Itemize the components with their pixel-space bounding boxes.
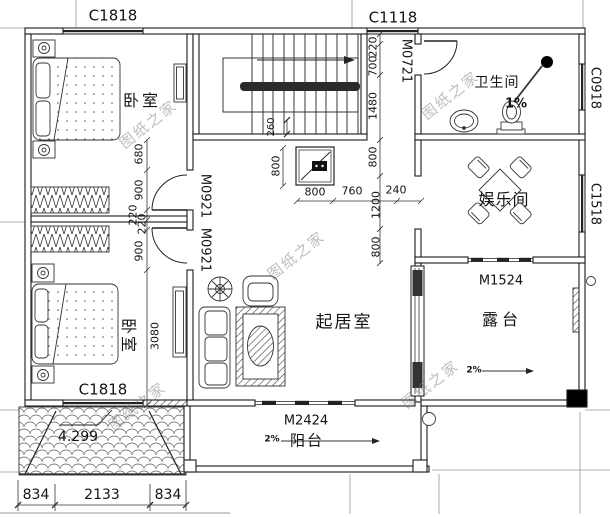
living-furniture — [198, 275, 286, 389]
room-label-bedroom-top: 卧室 — [122, 91, 162, 110]
dim-800-fridge-v: 800 — [269, 155, 283, 177]
door-m0921-bottom — [151, 227, 188, 264]
outdoor-details — [281, 276, 596, 444]
room-label-bathroom: 卫生间 — [474, 75, 520, 91]
stair-handrail — [240, 82, 360, 91]
window-c0918 — [578, 63, 586, 111]
sink — [449, 109, 479, 133]
window-label-c1118: C1118 — [368, 8, 418, 27]
roof-hatch — [18, 406, 187, 476]
window-c1118 — [366, 27, 419, 35]
dim-760: 760 — [341, 184, 363, 198]
window-label-c0918: C0918 — [587, 66, 603, 110]
dim-900-b: 900 — [132, 240, 146, 262]
toilet — [496, 100, 526, 135]
room-label-balcony: 阳台 — [289, 431, 325, 450]
dim-800-b: 800 — [369, 236, 383, 258]
door-label-m0921-bottom: M0921 — [197, 227, 213, 273]
dim-700: 700 — [366, 55, 380, 77]
floor-drain — [541, 56, 553, 68]
dim-260-stair: 260 — [266, 117, 277, 137]
dimension-lines — [0, 30, 425, 514]
dim-1200: 1200 — [369, 191, 383, 219]
door-m0921-top — [151, 174, 188, 211]
bathroom-fixtures — [449, 56, 553, 135]
armchair — [242, 275, 279, 307]
window-label-c1818-bottom: C1818 — [78, 380, 128, 399]
bed-bottom — [31, 263, 187, 384]
dim-3080: 3080 — [148, 322, 162, 350]
terrace-slope-label: 2% — [466, 365, 482, 376]
door-label-m1524: M1524 — [478, 273, 524, 289]
window-c1818-bottom — [62, 399, 144, 407]
bathroom-slope-label: 1% — [504, 96, 528, 112]
door-m1524-sill — [468, 257, 533, 262]
roof-elevation-label: 4.299 — [57, 429, 99, 445]
window-living-terrace — [410, 265, 425, 397]
dim-834-right: 834 — [154, 487, 182, 503]
door-m2424-sill — [255, 400, 355, 405]
room-label-entertainment: 娱乐间 — [478, 190, 530, 209]
window-c1818-top — [62, 27, 144, 35]
drain-leader — [513, 65, 543, 103]
dim-834-left: 834 — [22, 487, 50, 503]
plant — [207, 276, 233, 302]
stair-direction-arrow — [344, 56, 355, 64]
windows — [62, 27, 586, 407]
dim-220-top: 220 — [366, 36, 380, 58]
room-label-terrace: 露台 — [481, 310, 523, 329]
dim-240: 240 — [385, 183, 407, 197]
bed-top — [32, 39, 187, 159]
dim-900-a: 900 — [132, 179, 146, 201]
dim-800-fridge-h: 800 — [304, 185, 326, 199]
door-label-m2424: M2424 — [283, 413, 329, 429]
dim-2133: 2133 — [84, 487, 120, 503]
wardrobes — [30, 186, 110, 253]
sofa — [198, 306, 231, 389]
room-label-living: 起居室 — [315, 312, 373, 333]
room-label-bedroom-bottom: 卧室 — [119, 317, 138, 355]
window-label-c1518: C1518 — [587, 182, 603, 226]
balcony-column — [422, 412, 436, 426]
door-m0721 — [423, 40, 458, 75]
doors — [151, 40, 533, 405]
door-label-m0921-top: M0921 — [197, 173, 213, 219]
door-label-m0721: M0721 — [398, 38, 414, 84]
dim-1480: 1480 — [366, 92, 380, 120]
window-c1518 — [578, 174, 586, 233]
window-label-c1818-top: C1818 — [88, 6, 138, 25]
game-table-set — [467, 156, 532, 225]
rain-pipe — [586, 276, 596, 286]
staircase — [222, 34, 360, 138]
balcony-slope-label: 2% — [264, 434, 280, 445]
rug — [235, 306, 286, 387]
terrace-rail-detail — [572, 287, 580, 333]
appliance — [295, 146, 335, 186]
dim-220-b: 220 — [135, 213, 149, 235]
dim-800-a: 800 — [366, 146, 380, 168]
walls — [24, 27, 588, 473]
